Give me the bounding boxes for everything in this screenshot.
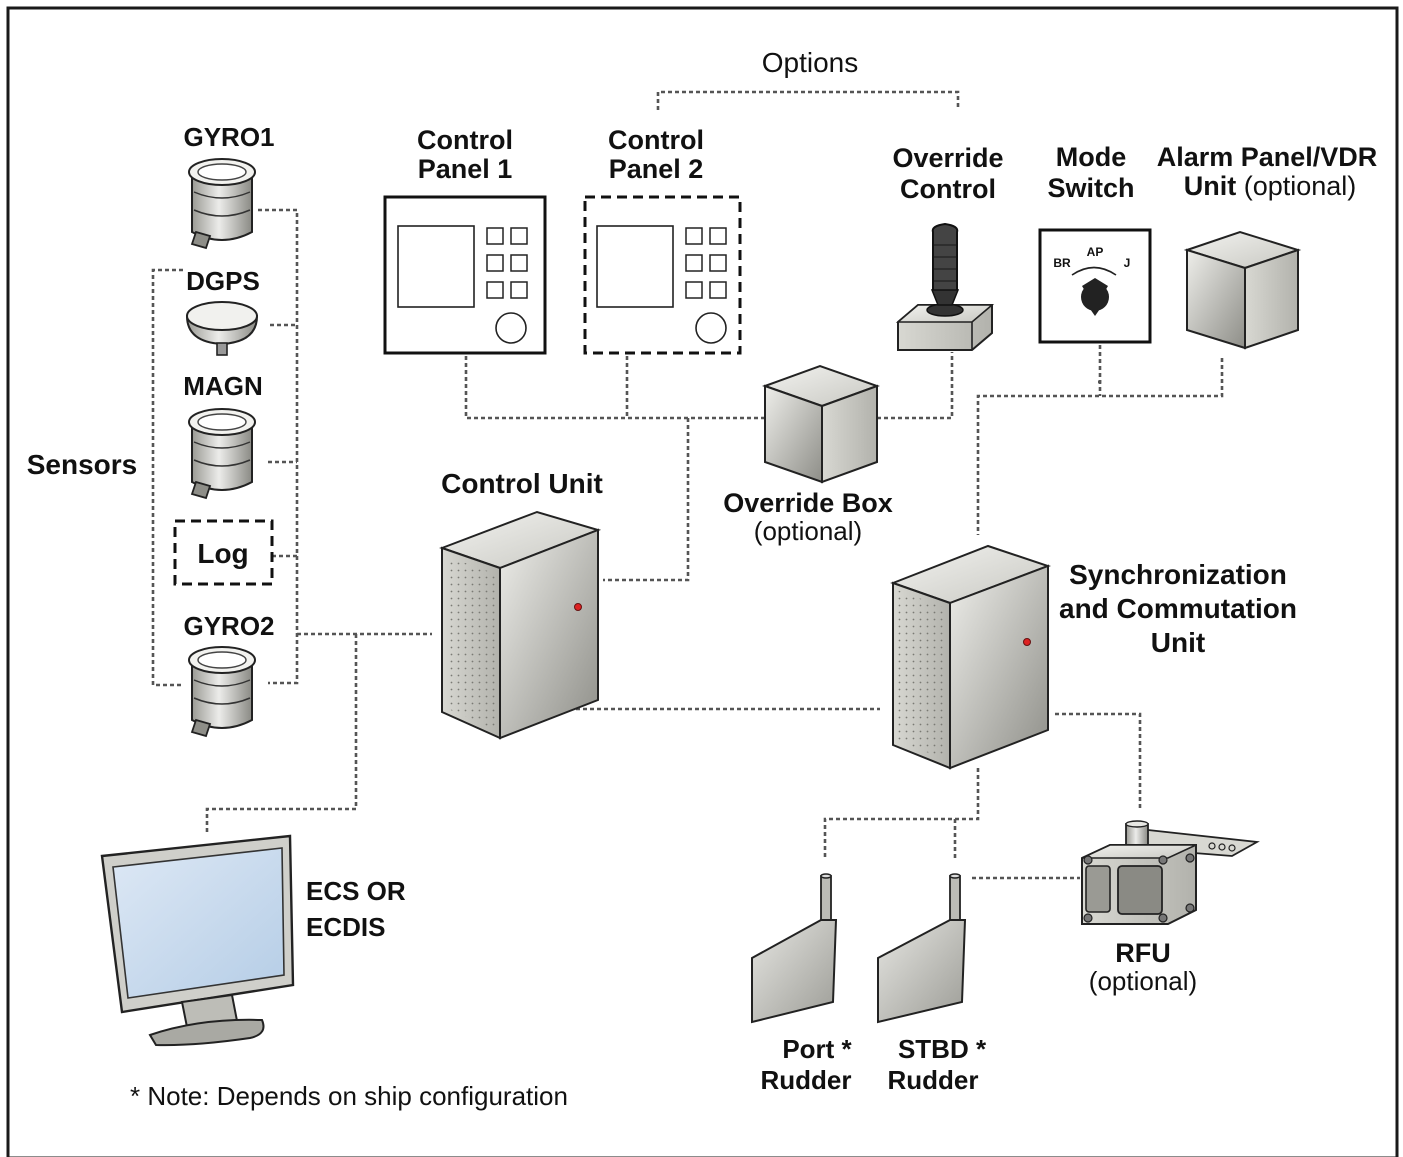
rfu-label: RFU <box>1115 938 1171 968</box>
alarm-panel-label-line2: Unit (optional) <box>1184 171 1357 201</box>
sync-unit-label-line1: Synchronization <box>1069 559 1287 590</box>
status-led-icon <box>1023 638 1031 646</box>
override-control: Override Control <box>892 143 1004 351</box>
control-panel-1: Control Panel 1 <box>383 125 547 355</box>
magn-label: MAGN <box>183 371 262 401</box>
control-unit: Control Unit <box>439 468 603 740</box>
mode-switch-position-ap: AP <box>1087 245 1104 259</box>
rudder-feedback-unit-icon <box>1081 820 1260 925</box>
log-sensor: Log <box>173 519 274 586</box>
monitor-icon <box>100 834 295 1047</box>
mode-switch-arc <box>1071 266 1117 276</box>
override-box-optional: (optional) <box>754 516 862 546</box>
cube-icon <box>1183 230 1302 350</box>
dgps-label: DGPS <box>186 266 260 296</box>
dgps-sensor: DGPS <box>185 266 260 356</box>
override-box: Override Box (optional) <box>723 364 893 546</box>
control-unit-label: Control Unit <box>441 468 603 499</box>
control-panel-2-knob <box>695 312 727 344</box>
control-panel-1-keypad <box>486 227 528 299</box>
control-panel-2: Control Panel 2 <box>583 125 742 355</box>
alarm-panel-label-line1: Alarm Panel/VDR <box>1157 142 1378 172</box>
alarm-panel-vdr-unit: Alarm Panel/VDR Unit (optional) <box>1157 142 1378 350</box>
cabinet-icon <box>890 544 1051 770</box>
port-rudder: Port * Rudder <box>751 873 853 1095</box>
ecs-ecdis-monitor: ECS OR ECDIS <box>100 834 406 1047</box>
magn-sensor: MAGN <box>183 371 263 500</box>
control-panel-2-screen <box>596 225 674 308</box>
mode-switch-label-line2: Switch <box>1047 173 1134 203</box>
ecs-label-line2: ECDIS <box>306 912 385 942</box>
rudder-icon <box>751 873 838 1024</box>
stbd-rudder: STBD * Rudder <box>877 873 987 1095</box>
sensors-label: Sensors <box>27 449 138 480</box>
ecs-label-line1: ECS OR <box>306 876 406 906</box>
cabinet-icon <box>439 510 602 740</box>
override-control-label-line2: Control <box>900 174 996 204</box>
status-led-icon <box>574 603 582 611</box>
control-panel-1-label-line1: Control <box>417 125 513 155</box>
gyro-compass-icon <box>188 646 256 738</box>
options-label: Options <box>762 47 859 78</box>
gyro2-sensor: GYRO2 <box>183 611 275 738</box>
gyro-compass-icon <box>188 158 256 250</box>
control-panel-2-label-line2: Panel 2 <box>609 154 704 184</box>
override-control-label-line1: Override <box>892 143 1003 173</box>
control-panel-1-screen <box>397 225 475 308</box>
control-panel-2-label-line1: Control <box>608 125 704 155</box>
gyro2-label: GYRO2 <box>183 611 274 641</box>
cube-icon <box>762 364 880 484</box>
mode-switch-label-line1: Mode <box>1056 142 1127 172</box>
alarm-panel-optional-text: (optional) <box>1236 171 1356 201</box>
alarm-panel-unit-text: Unit <box>1184 171 1236 201</box>
log-label: Log <box>197 538 248 569</box>
joystick-icon <box>895 222 995 351</box>
synchronization-commutation-unit: Synchronization and Commutation Unit <box>890 544 1297 770</box>
connection-lines <box>151 90 1224 880</box>
magnetic-compass-icon <box>188 408 256 500</box>
mode-switch-position-br: BR <box>1053 256 1071 270</box>
sync-unit-label-line2: and Commutation <box>1059 593 1297 624</box>
rudder-icon <box>877 873 967 1024</box>
gyro1-label: GYRO1 <box>183 122 274 152</box>
rfu-optional: (optional) <box>1089 966 1197 996</box>
port-rudder-label-line2: Rudder <box>761 1065 852 1095</box>
footnote: * Note: Depends on ship configuration <box>130 1081 568 1111</box>
sync-unit-label-line3: Unit <box>1151 627 1205 658</box>
log-box <box>173 519 274 586</box>
control-panel-1-label-line2: Panel 1 <box>418 154 513 184</box>
dgps-antenna-icon <box>185 301 259 356</box>
control-panel-1-knob <box>495 312 527 344</box>
stbd-rudder-label-line2: Rudder <box>888 1065 979 1095</box>
gyro1-sensor: GYRO1 <box>183 122 275 250</box>
port-rudder-label-line1: Port * <box>782 1034 852 1064</box>
mode-switch: Mode Switch BR AP J <box>1038 142 1152 344</box>
stbd-rudder-label-line1: STBD * <box>898 1034 987 1064</box>
override-box-label: Override Box <box>723 488 893 518</box>
rfu-unit: RFU (optional) <box>1081 820 1260 996</box>
rotary-knob-icon <box>1081 278 1109 316</box>
control-panel-2-keypad <box>685 227 727 299</box>
mode-switch-position-j: J <box>1124 256 1131 270</box>
